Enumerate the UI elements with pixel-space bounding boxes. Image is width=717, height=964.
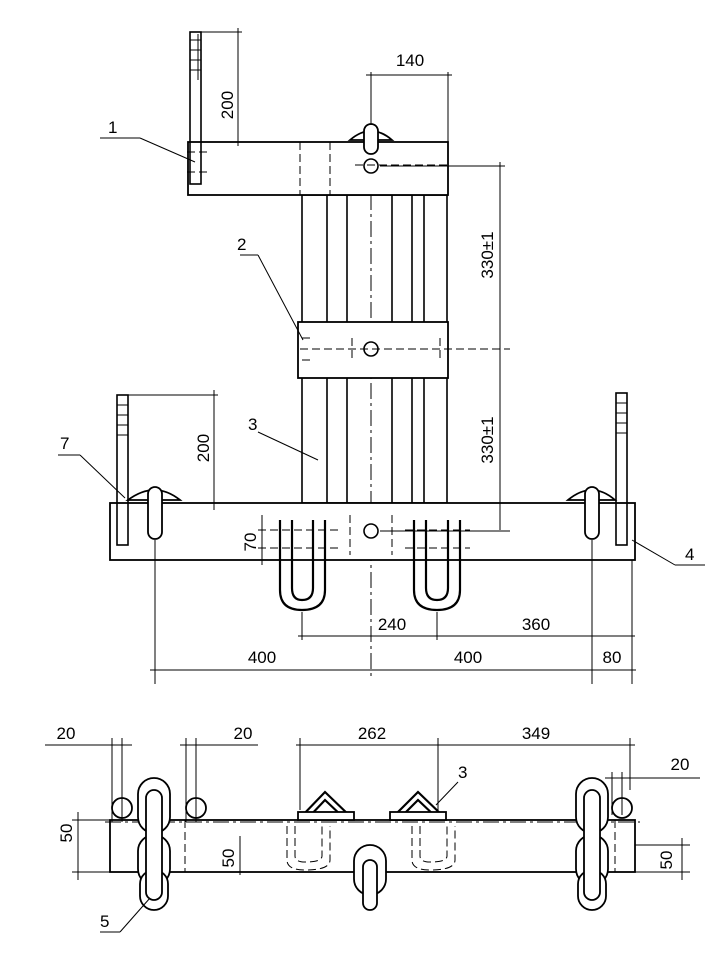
dim-top-height: 200 (218, 91, 237, 119)
elevation-part-labels: 1 2 3 7 4 (58, 118, 705, 566)
dim-plan-height-left: 50 (57, 824, 76, 843)
bottom-beam (109, 392, 636, 612)
dim-thickness: 70 (241, 533, 260, 552)
right-chain (575, 777, 633, 911)
label-part-5: 5 (100, 912, 109, 931)
label-part-4: 4 (685, 545, 694, 564)
dim-plan-height-mid: 50 (219, 849, 238, 868)
plan-part-labels: 5 3 (100, 763, 467, 933)
dim-spacing-lower: 330±1 (478, 416, 497, 463)
middle-clamp (297, 321, 510, 379)
elevation-view: 200 140 330±1 330±1 200 70 240 360 (58, 28, 705, 684)
dim-half-left: 400 (248, 648, 276, 667)
dim-plan-left-gap-b: 20 (234, 724, 253, 743)
plan-view: 20 20 262 349 20 50 50 50 (45, 724, 700, 933)
label-part-7: 7 (60, 434, 69, 453)
dim-ubolt-spacing: 240 (378, 615, 406, 634)
dim-plan-ubolt-spacing: 262 (358, 724, 386, 743)
label-part-2: 2 (237, 235, 246, 254)
label-part-3: 3 (248, 415, 257, 434)
dim-plan-ubolt-to-end: 349 (522, 724, 550, 743)
center-hook (353, 844, 387, 911)
dim-top-offset: 140 (396, 51, 424, 70)
dim-plan-height-right: 50 (657, 851, 676, 870)
dim-half-right: 400 (454, 648, 482, 667)
plan-dimensions: 20 20 262 349 20 50 50 50 (45, 724, 700, 880)
dim-ubolt-to-end: 360 (522, 615, 550, 634)
dim-left-height: 200 (194, 434, 213, 462)
dim-plan-right-gap: 20 (671, 755, 690, 774)
label-part-3-plan: 3 (458, 763, 467, 782)
dim-end-offset: 80 (603, 648, 622, 667)
elevation-dimensions: 200 140 330±1 330±1 200 70 240 360 (128, 28, 636, 684)
top-clamp (187, 31, 449, 196)
dim-plan-left-gap-a: 20 (57, 724, 76, 743)
label-part-1: 1 (108, 118, 117, 137)
dim-spacing-upper: 330±1 (478, 231, 497, 278)
